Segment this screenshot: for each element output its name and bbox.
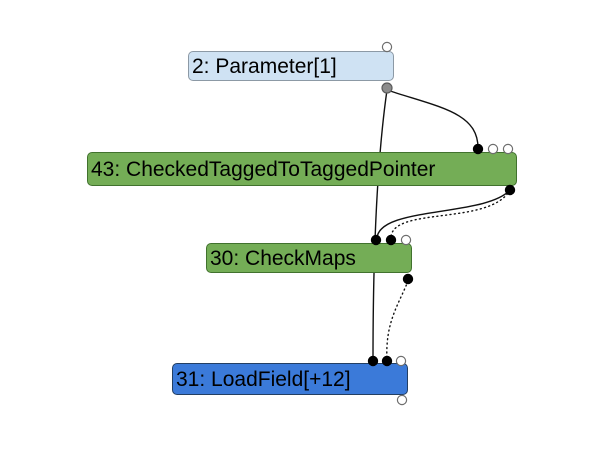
node-43-input-port-2-icon[interactable] [487, 143, 499, 155]
edge-2-to-43[interactable] [386, 89, 479, 149]
edge-2-to-31[interactable] [372, 89, 388, 361]
node-43-label: 43: CheckedTaggedToTaggedPointer [91, 157, 436, 181]
node-31-input-port-3-icon[interactable] [395, 355, 407, 367]
node-30-input-port-1-icon[interactable] [370, 234, 382, 246]
node-43-output-port-icon[interactable] [504, 184, 516, 196]
node-30-check-maps[interactable]: 30: CheckMaps [206, 243, 412, 273]
edge-43-to-30-value[interactable] [376, 189, 511, 240]
edge-43-to-30-effect[interactable] [390, 189, 511, 239]
node-31-input-port-2-icon[interactable] [381, 355, 393, 367]
node-43-input-port-1-icon[interactable] [472, 143, 484, 155]
node-2-output-port-icon[interactable] [381, 82, 393, 94]
node-2-input-port-icon[interactable] [381, 41, 393, 53]
node-30-output-port-icon[interactable] [402, 273, 414, 285]
node-31-label: 31: LoadField[+12] [176, 367, 351, 391]
node-30-input-port-3-icon[interactable] [400, 234, 412, 246]
node-31-load-field[interactable]: 31: LoadField[+12] [172, 363, 408, 395]
node-43-checked-tagged-to-tagged-pointer[interactable]: 43: CheckedTaggedToTaggedPointer [87, 152, 517, 186]
node-31-output-port-icon[interactable] [396, 394, 408, 406]
node-2-label: 2: Parameter[1] [192, 54, 337, 78]
node-31-input-port-1-icon[interactable] [367, 355, 379, 367]
node-30-input-port-2-icon[interactable] [385, 234, 397, 246]
node-43-input-port-3-icon[interactable] [502, 143, 514, 155]
edge-30-to-31-effect[interactable] [386, 280, 409, 361]
node-30-label: 30: CheckMaps [210, 246, 356, 270]
node-2-parameter[interactable]: 2: Parameter[1] [188, 51, 394, 81]
